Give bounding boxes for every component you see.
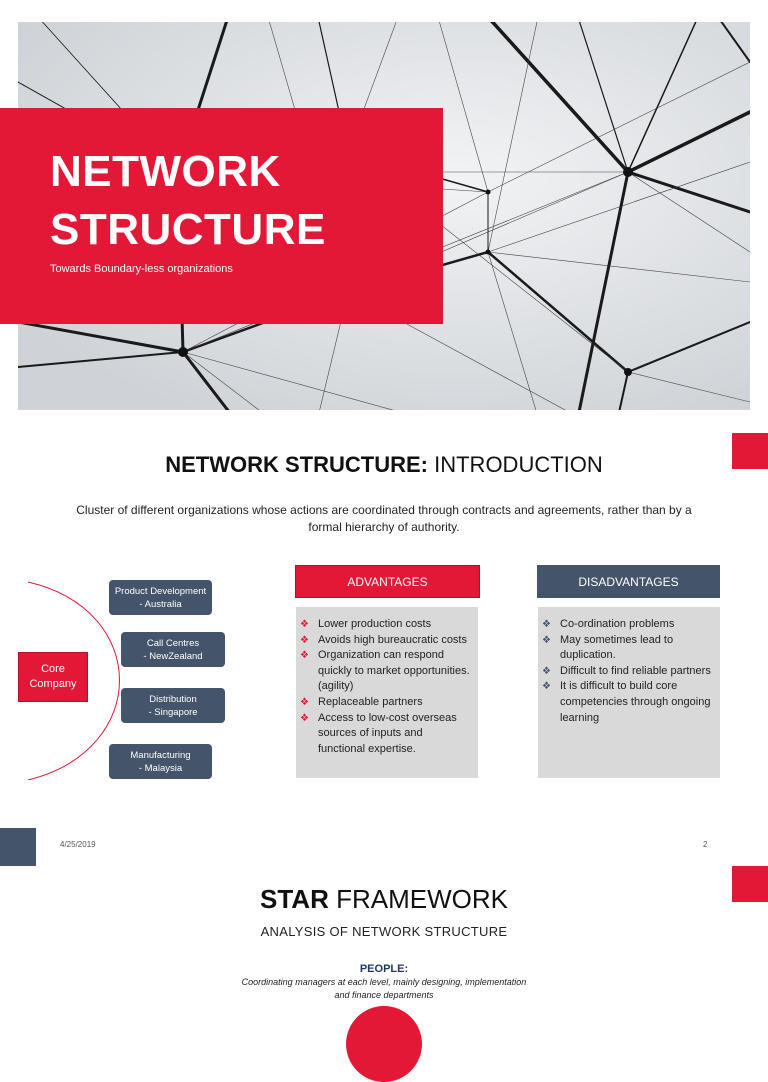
diamond-bullet-icon: ❖ xyxy=(300,619,309,630)
partner-node-location: - Singapore xyxy=(148,706,198,718)
slide-title-bold: NETWORK STRUCTURE: xyxy=(165,452,428,477)
partner-node: Call Centres- NewZealand xyxy=(121,632,225,667)
list-item-text: May sometimes lead to duplication. xyxy=(560,633,674,662)
slide-title: NETWORK STRUCTURE: INTRODUCTION xyxy=(0,452,768,478)
partner-node: Distribution- Singapore xyxy=(121,688,225,723)
people-label: PEOPLE: xyxy=(359,963,409,975)
diamond-bullet-icon: ❖ xyxy=(542,634,551,646)
list-item: ❖ Difficult to find reliable partners xyxy=(540,664,714,680)
list-item-text: Replaceable partners xyxy=(318,695,423,708)
slide-title-line-1: NETWORK xyxy=(50,147,281,196)
partner-node: Manufacturing- Malaysia xyxy=(109,744,212,779)
slide-3: STAR FRAMEWORK ANALYSIS OF NETWORK STRUC… xyxy=(0,866,768,1082)
list-item: ❖ Organization can respond quickly to mar… xyxy=(298,648,472,695)
slide-subtitle: Towards Boundary-less organizations xyxy=(50,263,233,275)
advantages-list: ❖ Lower production costs ❖ Avoids high bur… xyxy=(296,607,478,778)
diamond-bullet-icon: ❖ xyxy=(542,619,551,630)
list-item-text: Co-ordination problems xyxy=(560,618,675,630)
list-item: ❖ Replaceable partners xyxy=(298,695,472,711)
title-panel xyxy=(0,108,443,324)
list-item: ❖ Access to low-cost overseas sources of … xyxy=(298,711,472,758)
advantages-header: ADVANTAGES xyxy=(295,565,480,598)
list-item: ❖ It is difficult to build core competenc… xyxy=(540,679,714,726)
slide-title: STAR FRAMEWORK xyxy=(0,884,768,915)
slide-number: 2 xyxy=(703,840,708,849)
slide-subtitle: ANALYSIS OF NETWORK STRUCTURE xyxy=(260,924,508,939)
diamond-bullet-icon: ❖ xyxy=(542,665,551,677)
list-item: ❖ Co-ordination problems xyxy=(540,617,714,633)
accent-square xyxy=(0,828,36,866)
star-hub-circle xyxy=(346,1006,422,1082)
list-item-text: Lower production costs xyxy=(318,618,432,630)
list-item-text: It is difficult to build core competenci… xyxy=(560,680,711,724)
list-item-text: Avoids high bureaucratic costs xyxy=(318,633,467,646)
list-item: ❖ Lower production costs xyxy=(298,617,472,633)
slide-title-bold: STAR xyxy=(260,884,329,914)
partner-node: Product Development- Australia xyxy=(109,580,212,615)
partner-node-name: Product Development xyxy=(114,585,207,597)
accent-square xyxy=(732,866,768,902)
diamond-bullet-icon: ❖ xyxy=(300,696,309,708)
core-company-box: Core Company xyxy=(18,652,88,702)
accent-square xyxy=(732,433,768,469)
partner-node-location: - Malaysia xyxy=(138,762,183,774)
slide-2: NETWORK STRUCTURE: INTRODUCTION Cluster … xyxy=(0,420,768,866)
partner-node-location: - NewZealand xyxy=(143,650,203,662)
list-item-text: Access to low-cost overseas sources of i… xyxy=(318,711,457,755)
slide-description: Cluster of different organizations whose… xyxy=(76,503,692,534)
list-item-text: Organization can respond quickly to mark… xyxy=(318,649,470,693)
partner-node-location: - Australia xyxy=(139,598,182,610)
connector-arc xyxy=(27,581,120,780)
diamond-bullet-icon: ❖ xyxy=(300,634,309,646)
diamond-bullet-icon: ❖ xyxy=(300,712,309,724)
partner-node-name: Manufacturing xyxy=(130,749,191,761)
list-item: ❖ Avoids high bureaucratic costs xyxy=(298,633,472,649)
diamond-bullet-icon: ❖ xyxy=(300,650,309,662)
disadvantages-list: ❖ Co-ordination problems ❖ May sometimes l… xyxy=(538,607,720,778)
slide-date: 4/25/2019 xyxy=(60,840,96,849)
partner-node-name: Call Centres xyxy=(146,637,200,649)
slide-title-rest: INTRODUCTION xyxy=(428,452,603,477)
slide-1: NETWORK STRUCTURE Towards Boundary-less … xyxy=(0,0,768,420)
people-description: Coordinating managers at each level, mai… xyxy=(241,977,527,1000)
diamond-bullet-icon: ❖ xyxy=(542,681,551,693)
slide-title-line-2: STRUCTURE xyxy=(50,205,326,254)
list-item: ❖ May sometimes lead to duplication. xyxy=(540,633,714,664)
list-item-text: Difficult to find reliable partners xyxy=(560,664,711,677)
partner-node-name: Distribution xyxy=(149,693,197,705)
disadvantages-header: DISADVANTAGES xyxy=(537,565,720,598)
slide-title-rest: FRAMEWORK xyxy=(328,884,508,914)
